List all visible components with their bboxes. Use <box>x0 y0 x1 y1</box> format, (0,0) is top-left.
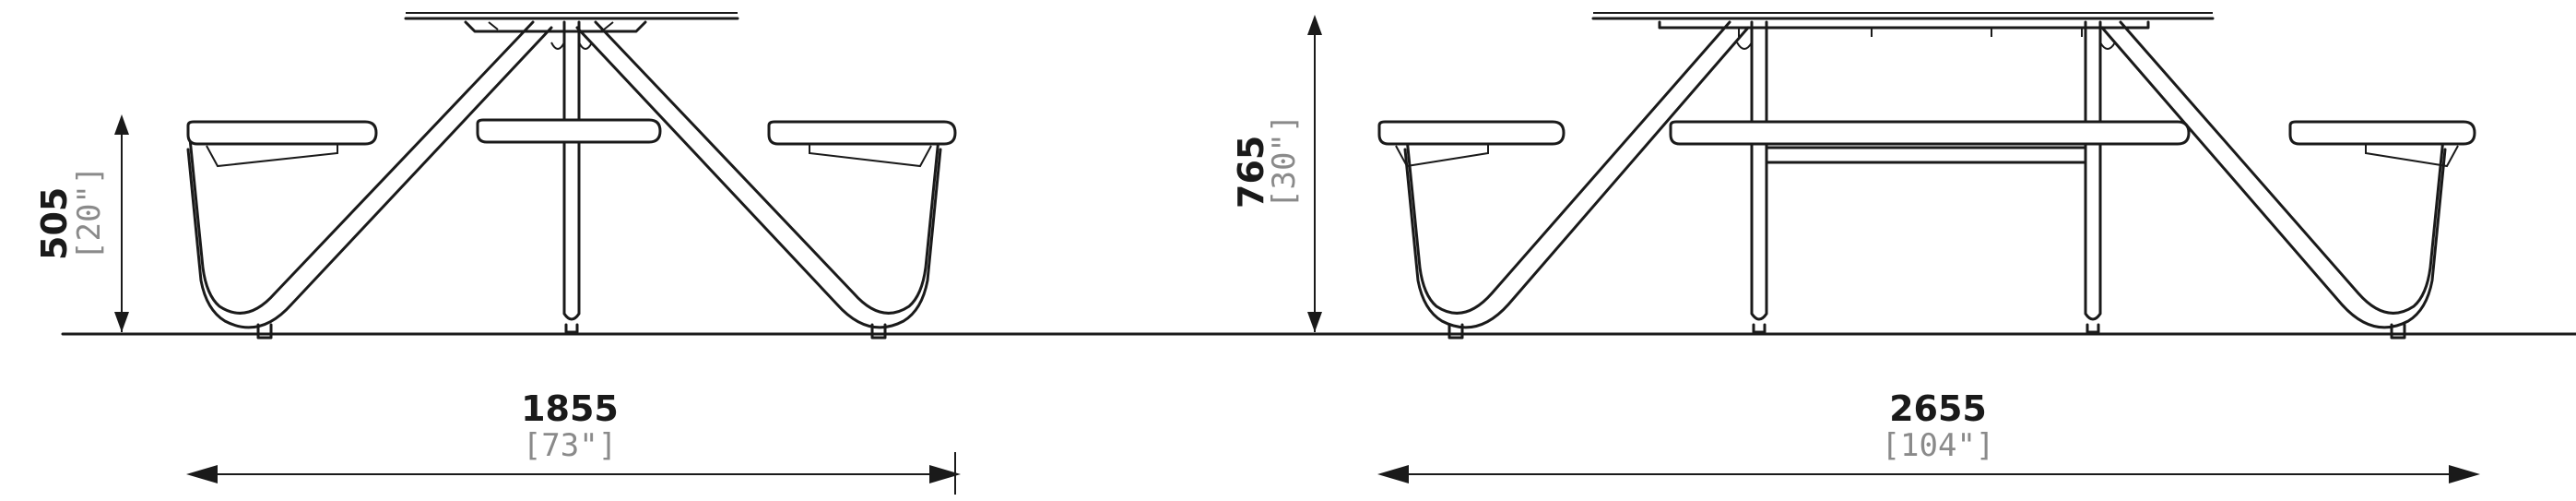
front-height-inch: [30"] <box>1266 114 1303 209</box>
front-center-seat <box>1669 120 2191 146</box>
front-right-foot <box>2390 323 2406 340</box>
front-right-post <box>2084 20 2102 321</box>
front-left-frame <box>1405 20 1731 315</box>
side-right-foot <box>870 323 887 340</box>
front-width-dimension: 2655 [104"] <box>1377 388 2480 483</box>
front-left-foot <box>1448 323 1464 340</box>
side-width-inch: [73"] <box>523 427 617 464</box>
side-view <box>186 12 957 340</box>
front-height-dimension: 765 [30"] <box>1231 15 1322 332</box>
side-left-seat <box>186 120 378 146</box>
side-left-frame <box>188 20 535 315</box>
front-right-seat <box>2288 120 2476 146</box>
side-middle-seat <box>476 118 662 144</box>
front-left-seat <box>1377 120 1566 146</box>
front-width-inch: [104"] <box>1882 427 1995 464</box>
front-height-mm: 765 <box>1231 136 1271 209</box>
side-height-dimension: 505 [20"] <box>34 114 129 332</box>
side-width-mm: 1855 <box>521 388 619 429</box>
side-width-dimension: 1855 [73"] <box>186 388 961 495</box>
side-height-inch: [20"] <box>71 166 108 260</box>
side-left-foot <box>256 323 273 340</box>
side-center-post <box>562 20 581 321</box>
side-height-mm: 505 <box>34 187 75 260</box>
front-view <box>1377 12 2476 340</box>
side-right-seat <box>767 120 957 146</box>
front-left-post <box>1750 20 1768 321</box>
front-width-mm: 2655 <box>1889 388 1987 429</box>
front-right-frame <box>2119 20 2445 315</box>
side-right-frame <box>594 20 940 315</box>
